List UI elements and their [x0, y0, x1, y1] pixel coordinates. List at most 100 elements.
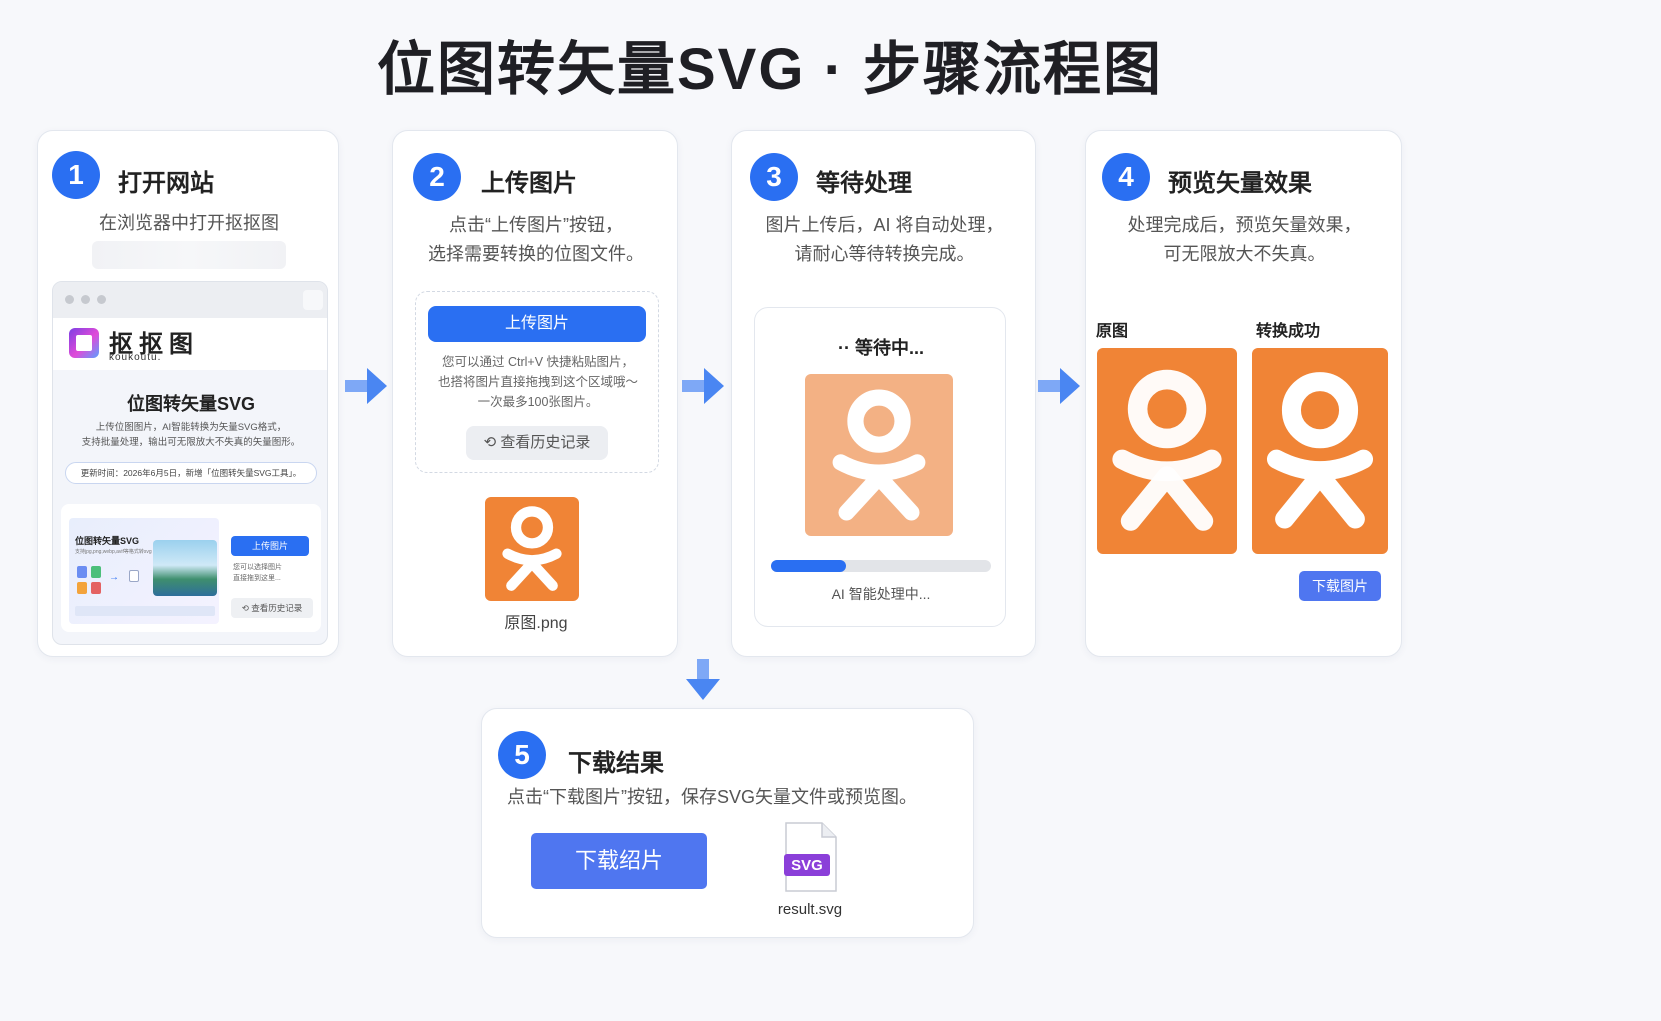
upload-dropzone[interactable]: 上传图片 您可以通过 Ctrl+V 快捷粘贴图片， 也搭将图片直接拖拽到这个区域… — [415, 291, 659, 473]
mock-history-label: 查看历史记录 — [251, 603, 303, 613]
step-1-desc: 在浏览器中打开抠抠图 — [38, 209, 340, 238]
mock-drop-hint-line: 直接拖到这里... — [233, 575, 281, 582]
window-dot-icon — [97, 295, 106, 304]
step-4-title: 预览矢量效果 — [1168, 170, 1312, 197]
step-5-desc: 点击“下载图片”按钮，保存SVG矢量文件或预览图。 — [482, 783, 942, 812]
step-2-card: 2 上传图片 点击“上传图片”按钮， 选择需要转换的位图文件。 上传图片 您可以… — [392, 130, 678, 657]
koukoutu-logo-icon — [69, 328, 99, 358]
mock-subtext-line: 支持批量处理，输出可无限放大不失真的矢量图形。 — [81, 437, 301, 448]
step-5-card: 5 下载结果 点击“下载图片”按钮，保存SVG矢量文件或预览图。 下载绍片 SV… — [481, 708, 974, 938]
step-5-title: 下载结果 — [568, 750, 664, 777]
mock-heading: 位图转矢量SVG — [126, 394, 255, 414]
step-1-title: 打开网站 — [118, 170, 214, 197]
waiting-label: ·· 等待中... — [755, 334, 1007, 360]
ok-logo-icon — [502, 506, 562, 591]
preview-download-button[interactable]: 下载图片 — [1299, 571, 1381, 601]
converted-preview-image — [1252, 348, 1388, 554]
page-title: 位图转矢量SVG · 步骤流程图 — [376, 37, 1164, 102]
original-file-name: 原图.png — [504, 615, 568, 632]
mock-upload-button: 上传图片 — [231, 536, 309, 556]
step-4-desc-line: 处理完成后，预览矢量效果， — [1127, 215, 1362, 235]
file-webp-icon — [77, 582, 87, 594]
step-1-card: 1 打开网站 在浏览器中打开抠抠图 抠抠图 koukoutu. 位图转矢量SVG… — [37, 130, 339, 657]
download-button[interactable]: 下载绍片 — [531, 833, 707, 889]
converted-label: 转换成功 — [1256, 323, 1321, 340]
file-avif-icon — [91, 582, 101, 594]
file-jpg-icon — [77, 566, 87, 578]
arrow-right-icon — [345, 368, 387, 404]
mock-drop-hint: 您可以选择图片 直接拖到这里... — [233, 562, 282, 584]
mock-history-button: ⟲ 查看历史记录 — [231, 598, 313, 618]
original-preview-image — [1097, 348, 1237, 554]
step-2-badge: 2 — [413, 153, 461, 201]
ok-logo-icon — [1112, 369, 1222, 531]
step-3-desc-line: 请耐心等待转换完成。 — [794, 244, 975, 264]
file-svg-icon — [129, 570, 139, 582]
step-4-card: 4 预览矢量效果 处理完成后，预览矢量效果， 可无限放大不失真。 原图 转换成功… — [1085, 130, 1402, 657]
step-4-desc-line: 可无限放大不失真。 — [1163, 244, 1326, 264]
step-3-badge: 3 — [750, 153, 798, 201]
processing-panel: ·· 等待中... AI 智能处理中... — [754, 307, 1006, 627]
mock-subtext: 上传位图图片，AI智能转换为矢量SVG格式， 支持批量处理，输出可无限放大不失真… — [53, 420, 327, 450]
site-header: 抠抠图 koukoutu. — [53, 318, 327, 370]
browser-action — [303, 290, 323, 310]
blurred-url-bar — [92, 241, 286, 269]
original-image-thumbnail — [485, 497, 579, 601]
step-1-desc-line: 在浏览器中打开抠抠图 — [99, 213, 279, 233]
loading-dots-icon: ·· — [837, 338, 855, 358]
step-5-badge: 5 — [498, 731, 546, 779]
upload-tip-line: 一次最多100张图片。 — [477, 395, 599, 409]
step-2-desc: 点击“上传图片”按钮， 选择需要转换的位图文件。 — [393, 211, 679, 269]
step-2-desc-line: 选择需要转换的位图文件。 — [428, 244, 644, 264]
upload-tip-line: 您可以通过 Ctrl+V 快捷粘贴图片， — [441, 355, 635, 369]
window-dot-icon — [65, 295, 74, 304]
upload-button[interactable]: 上传图片 — [428, 306, 646, 342]
step-3-title: 等待处理 — [816, 170, 912, 197]
step-3-desc: 图片上传后，AI 将自动处理， 请耐心等待转换完成。 — [732, 211, 1037, 269]
step-2-title: 上传图片 — [481, 170, 577, 197]
step-2-desc-line: 点击“上传图片”按钮， — [449, 215, 623, 235]
browser-mock: 抠抠图 koukoutu. 位图转矢量SVG 上传位图图片，AI智能转换为矢量S… — [52, 281, 328, 645]
upload-tip-line: 也搭将图片直接拖拽到这个区域哦～ — [437, 375, 638, 389]
browser-toolbar — [53, 282, 327, 318]
arrow-right-icon — [682, 368, 724, 404]
waiting-text: 等待中... — [854, 338, 924, 358]
upload-tip: 您可以通过 Ctrl+V 快捷粘贴图片， 也搭将图片直接拖拽到这个区域哦～ 一次… — [416, 352, 660, 412]
tool-preview-image: 位图转矢量SVG 支持jpg,png,webp,avif等格式转svg → — [69, 518, 219, 624]
update-note: 更新时间：2026年6月5日，新增「位图转矢量SVG工具」。 — [65, 462, 317, 484]
step-5-desc-line: 点击“下载图片”按钮，保存SVG矢量文件或预览图。 — [507, 787, 917, 807]
ok-logo-icon — [832, 389, 926, 521]
processing-image — [805, 374, 953, 536]
feature-strip — [75, 606, 215, 616]
progress-fill — [771, 560, 846, 572]
site-logo-text: 抠抠图 — [109, 331, 199, 358]
svg-file-icon — [784, 822, 837, 892]
step-3-desc-line: 图片上传后，AI 将自动处理， — [765, 215, 1004, 235]
step-4-badge: 4 — [1102, 153, 1150, 201]
site-domain: koukoutu. — [109, 352, 162, 363]
result-file-name: result.svg — [777, 901, 843, 918]
svg-file-badge: SVG — [791, 857, 823, 874]
mock-drop-hint-line: 您可以选择图片 — [233, 564, 282, 571]
history-icon: ⟲ — [483, 434, 501, 451]
arrow-down-icon — [686, 659, 720, 700]
mock-subtext-line: 上传位图图片，AI智能转换为矢量SVG格式， — [95, 422, 287, 433]
history-icon: ⟲ — [241, 603, 252, 613]
arrow-right-icon — [1038, 368, 1080, 404]
thumb-subtitle: 支持jpg,png,webp,avif等格式转svg — [75, 549, 152, 555]
step-4-desc: 处理完成后，预览矢量效果， 可无限放大不失真。 — [1086, 211, 1403, 269]
step-1-badge: 1 — [52, 151, 100, 199]
progress-bar — [771, 560, 991, 572]
step-3-card: 3 等待处理 图片上传后，AI 将自动处理， 请耐心等待转换完成。 ·· 等待中… — [731, 130, 1036, 657]
history-button[interactable]: ⟲ 查看历史记录 — [466, 426, 608, 460]
file-png-icon — [91, 566, 101, 578]
history-button-label: 查看历史记录 — [500, 434, 591, 451]
ok-logo-icon — [1266, 372, 1374, 529]
progress-text: AI 智能处理中... — [831, 586, 931, 602]
window-dot-icon — [81, 295, 90, 304]
mock-upload-panel: 位图转矢量SVG 支持jpg,png,webp,avif等格式转svg → 上传… — [61, 504, 321, 632]
arrow-right-icon: → — [109, 572, 119, 583]
landscape-image — [153, 540, 217, 596]
original-label: 原图 — [1096, 323, 1129, 340]
thumb-title: 位图转矢量SVG — [75, 536, 140, 546]
